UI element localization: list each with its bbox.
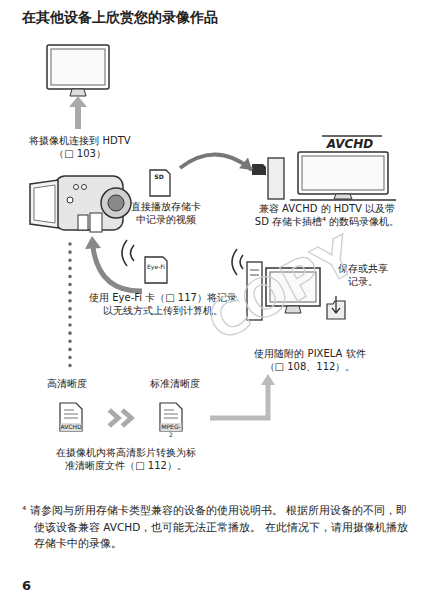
tv-screen xyxy=(51,49,105,85)
node-caption: 直接播放存储卡中记录的视频 xyxy=(130,200,202,226)
shelf-line xyxy=(290,199,396,201)
file-icon xyxy=(60,403,82,431)
camera-body xyxy=(55,176,123,230)
camera-lens xyxy=(101,188,131,218)
sd-file: 标准清晰度MPEG-2 xyxy=(140,376,210,434)
tv-screen xyxy=(302,156,384,190)
eyefi-card-icon xyxy=(145,257,167,283)
file-band xyxy=(61,423,82,431)
connector xyxy=(109,410,131,426)
inserted-card xyxy=(252,164,266,175)
conversion-note: 在摄像机内将高清影片转换为标准清晰度文件（□ 112）。 xyxy=(52,446,200,472)
camera-lcd-panel xyxy=(30,180,58,228)
footnote: ⁴ 请参阅与所用存储卡类型兼容的设备的使用说明书。 根据所用设备的不同，即使该设… xyxy=(22,502,416,552)
watermark: COPY xyxy=(196,222,368,357)
node-caption: MPEG-2 xyxy=(160,423,182,439)
camera-lens-glass xyxy=(108,195,124,211)
tv-stand xyxy=(70,89,86,96)
file-lines xyxy=(64,410,78,418)
page-number: 6 xyxy=(22,577,31,594)
arrow-head xyxy=(239,158,252,170)
chevron-arrow xyxy=(109,410,118,426)
node-text: AVCHD xyxy=(322,137,378,151)
node-caption: 兼容 AVCHD 的 HDTV 以及带 SD 存储卡插槽⁴ 的数码录像机。 xyxy=(252,202,402,228)
tv-stand xyxy=(334,194,352,199)
camera-button xyxy=(67,197,73,203)
elbow-arrow xyxy=(210,383,268,418)
avchd-tv: AVCHD 兼容 AVCHD 的 HDTV 以及带 SD 存储卡插槽⁴ 的数码录像… xyxy=(252,128,402,238)
node-text: SD xyxy=(148,173,170,181)
node-text: 高清晰度 xyxy=(38,377,96,390)
node-text: Eye-Fi xyxy=(145,263,167,271)
curved-arrow xyxy=(180,154,252,170)
node-text: 使用随附的 PIXELA 软件（□ 108、112）。 xyxy=(246,347,374,373)
camera-card-slot xyxy=(78,215,88,230)
camera-card-slot xyxy=(90,213,102,232)
recorder-box xyxy=(268,158,284,199)
sd-card: SD 直接播放存储卡中记录的视频 xyxy=(130,168,202,230)
connect-arrow-head xyxy=(69,96,87,107)
node-text: 标准清晰度 xyxy=(140,377,210,390)
dotted-line xyxy=(68,244,72,372)
connector xyxy=(210,374,275,418)
wireless-wave xyxy=(232,249,237,275)
upload-arrow xyxy=(93,247,142,291)
camera-button xyxy=(82,185,87,190)
wireless-wave xyxy=(131,245,135,261)
file-lines xyxy=(164,410,178,418)
wireless-wave xyxy=(240,255,243,269)
hd-file: 高清晰度 AVCHD xyxy=(38,376,96,434)
arrow-head xyxy=(261,374,275,385)
node-caption: AVCHD xyxy=(60,423,82,431)
connector xyxy=(180,154,252,170)
connect-arrow xyxy=(75,106,81,129)
connection-note: 将摄像机连接到 HDTV（□ 103） xyxy=(28,134,132,160)
tv-frame xyxy=(47,45,109,89)
camera-button xyxy=(74,185,79,190)
tv-frame xyxy=(298,152,388,194)
chevron-arrow xyxy=(122,410,131,426)
camera-lcd-screen xyxy=(34,185,55,223)
wireless-wave xyxy=(122,240,127,266)
logo-rule xyxy=(322,135,382,137)
upload-arrow-head xyxy=(85,236,101,249)
page-title: 在其他设备上欣赏您的录像作品 xyxy=(22,8,218,26)
